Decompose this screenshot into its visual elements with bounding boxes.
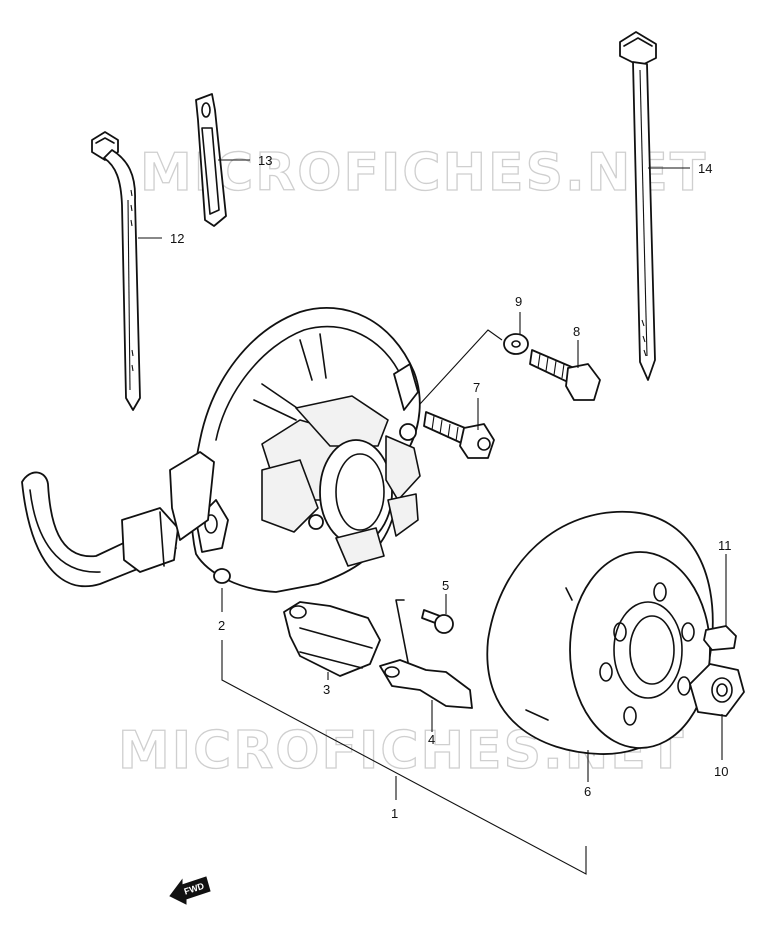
callout-6: 6: [584, 784, 591, 799]
key-11: [703, 625, 737, 651]
callout-13: 13: [258, 153, 272, 168]
flywheel-rotor-6: [486, 510, 714, 755]
clamp-13: [195, 93, 227, 227]
callout-14: 14: [698, 161, 712, 176]
bolt-7: [423, 411, 495, 459]
callout-12: 12: [170, 231, 184, 246]
pickup-coil-3: [283, 601, 381, 677]
callout-3: 3: [323, 682, 330, 697]
screw-5: [421, 609, 454, 634]
callout-9: 9: [515, 294, 522, 309]
leader-lines: [138, 159, 727, 875]
bracket-4: [379, 599, 473, 709]
stator-plate: [190, 307, 421, 593]
callout-4: 4: [428, 732, 435, 747]
fwd-arrow-icon: FWD: [169, 876, 211, 905]
callout-10: 10: [714, 764, 728, 779]
bolt-8: [529, 349, 601, 401]
cable-tie-14: [619, 31, 657, 381]
callout-5: 5: [442, 578, 449, 593]
washer-9: [503, 333, 529, 355]
callout-7: 7: [473, 380, 480, 395]
callout-2: 2: [218, 618, 225, 633]
wire-harness: [21, 451, 215, 588]
nut-10: [689, 663, 745, 717]
callout-8: 8: [573, 324, 580, 339]
callout-1: 1: [391, 806, 398, 821]
callout-11: 11: [718, 538, 732, 553]
cable-tie-12: [91, 131, 141, 411]
watermark-top: MICROFICHES.NET: [140, 143, 707, 203]
